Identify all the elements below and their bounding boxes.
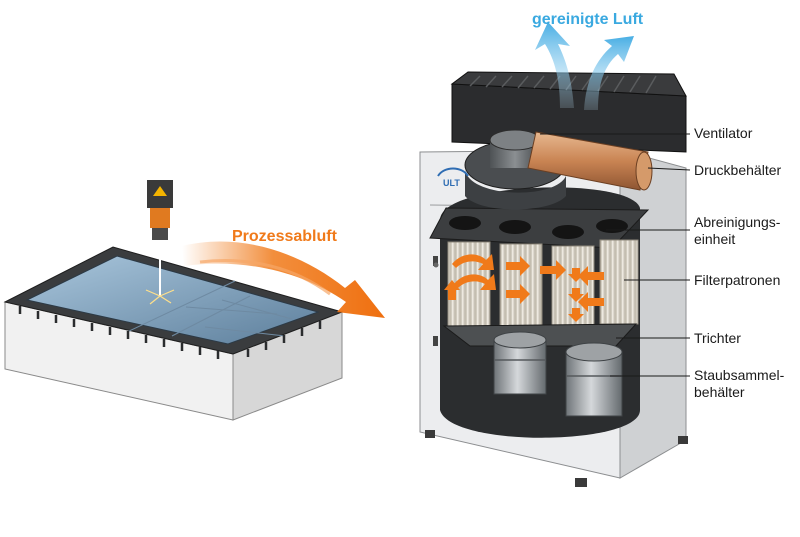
label-dust-bins: Staubsammel- behälter [694,367,784,401]
label-fan: Ventilator [694,125,753,141]
label-pressure-tank: Druckbehälter [694,162,782,178]
label-dust-bins-line1: Staubsammel- [694,367,785,383]
label-cleaning-unit: Abreinigungs- einheit [694,214,780,248]
inlet-flow-arrows [452,254,604,312]
label-dust-bins-line2: behälter [694,384,745,400]
svg-text:ULT: ULT [443,178,460,188]
label-cleaning-unit-line2: einheit [694,231,736,247]
label-hopper: Trichter [694,330,741,346]
filter-unit: ULT [419,71,688,487]
label-leader-lines [540,133,691,377]
label-filter-cartridges: Filterpatronen [694,272,781,288]
label-cleaning-unit-line1: Abreinigungs- [694,214,781,230]
ult-logo: ULT [437,167,469,188]
laser-cutting-table [3,180,344,421]
clean-air-arrows [535,22,634,110]
clean-air-heading: gereinigte Luft [532,11,644,28]
laser-warning-icon [153,186,167,196]
process-air-heading: Prozessabluft [232,228,337,245]
pressure-tank [527,131,653,191]
pulse-down-arrows [568,268,584,322]
